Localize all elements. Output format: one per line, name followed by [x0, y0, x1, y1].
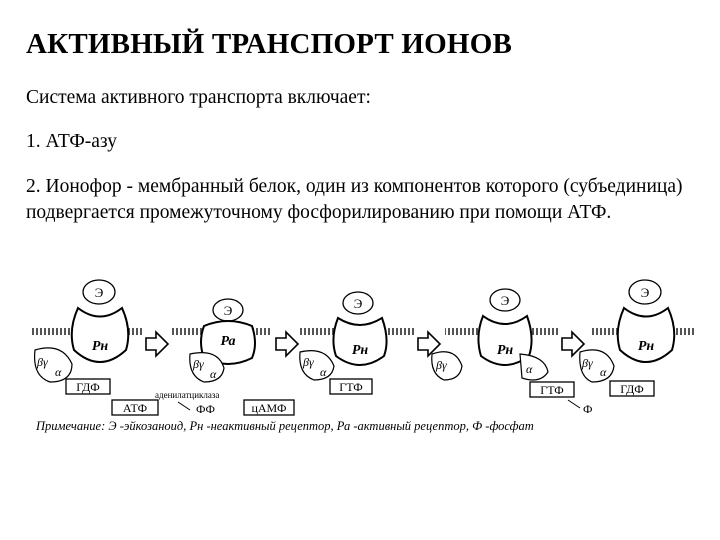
phosphate-label: Ф [583, 402, 592, 416]
camp-label: цАМФ [251, 401, 286, 415]
diagram-note: Примечание: Э -эйкозаноид, Рн -неактивны… [35, 419, 534, 433]
beta-gamma-label: βγ [36, 355, 48, 369]
receptor-label: Рн [638, 339, 655, 354]
atf-label: АТФ [123, 401, 147, 415]
eicosanoid-label: Э [224, 303, 233, 318]
beta-gamma-label: βγ [581, 356, 593, 370]
gdf-label: ГДФ [76, 380, 100, 394]
alpha-label: α [600, 365, 607, 379]
stage-4: Э Рн βγ α ГТФ Ф [432, 289, 593, 416]
receptor-label: Рн [352, 343, 369, 358]
receptor-label: Рн [497, 343, 514, 358]
beta-gamma-label: βγ [435, 358, 447, 372]
alpha-label: α [55, 365, 62, 379]
intro-text: Система активного транспорта включает: [26, 85, 371, 111]
stage-3: Э Рн βγ α ГТФ [300, 292, 387, 394]
list-item-ionophore: 2. Ионофор - мембранный белок, один из к… [26, 174, 706, 226]
gdf-label: ГДФ [620, 382, 644, 396]
receptor-label: Рн [92, 339, 109, 354]
stage-2: Э Ра βγ α аденилатциклаза АТФ ФФ цАМФ [112, 299, 294, 416]
eicosanoid-label: Э [501, 293, 510, 308]
active-receptor-label: Ра [220, 334, 235, 349]
beta-gamma-label: βγ [302, 355, 314, 369]
page-title: АКТИВНЫЙ ТРАНСПОРТ ИОНОВ [26, 28, 512, 61]
list-item-atpase: 1. АТФ-азу [26, 129, 117, 155]
eicosanoid-label: Э [641, 285, 650, 300]
transition-arrow [276, 332, 298, 356]
ff-label: ФФ [196, 402, 215, 416]
alpha-label: α [320, 365, 327, 379]
adenylate-cyclase-label: аденилатциклаза [155, 390, 219, 400]
beta-gamma-label: βγ [192, 357, 204, 371]
stage-1: Э Рн βγ α ГДФ [35, 280, 129, 394]
eicosanoid-label: Э [95, 285, 104, 300]
alpha-label: α [210, 367, 217, 381]
gtf-label: ГТФ [339, 380, 362, 394]
stage-5: Э Рн βγ α ГДФ [580, 280, 675, 396]
alpha-label: α [526, 362, 533, 376]
eicosanoid-label: Э [354, 296, 363, 311]
gtf-label: ГТФ [540, 383, 563, 397]
transition-arrow [146, 332, 168, 356]
receptor-cycle-diagram: Э Рн βγ α ГДФ Э Ра βγ α аденилатциклаза … [0, 270, 720, 470]
